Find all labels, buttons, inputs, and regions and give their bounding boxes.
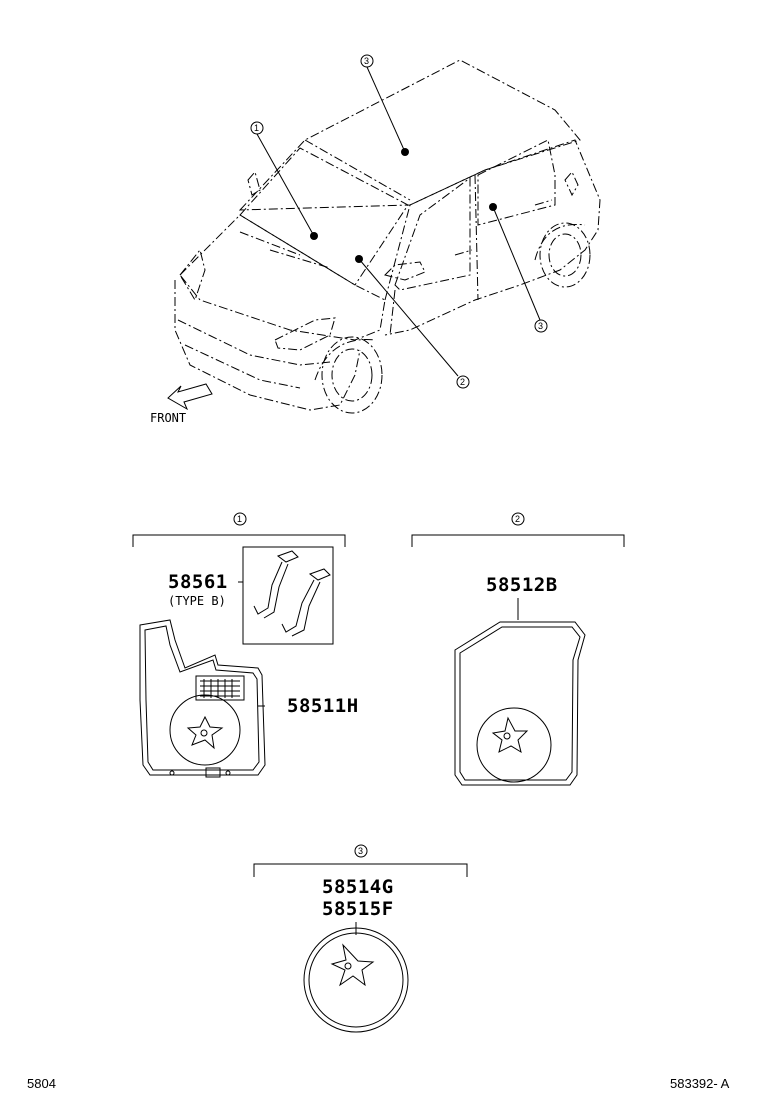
group3-bracket: [253, 863, 468, 877]
leader-line-1: [256, 133, 315, 237]
callout-circle: [534, 319, 548, 333]
callout-number-3: 3: [364, 56, 370, 66]
clip-type-note: (TYPE B): [168, 594, 226, 608]
round-mat-shape: [303, 927, 409, 1033]
group2-bracket: [411, 534, 625, 547]
front-floor-mat-shape: [139, 619, 266, 778]
callout-circle: [360, 54, 374, 68]
group1-callout-number: 1: [237, 514, 243, 524]
group3-callout-number: 3: [358, 846, 364, 856]
front-mat-part-number: 58511H: [287, 695, 359, 717]
clip-icon: [253, 550, 331, 637]
front-arrow-icon: [167, 383, 213, 411]
callout-circle: [250, 121, 264, 135]
callout-circle: [354, 844, 368, 858]
leader-line-3-rear: [492, 206, 541, 321]
callout-circle: [511, 512, 525, 526]
callout-circle: [456, 375, 470, 389]
callout-circle: [233, 512, 247, 526]
group2-callout-number: 2: [515, 514, 521, 524]
rear-floor-mat-shape: [454, 621, 586, 786]
callout-number-2: 2: [460, 377, 466, 387]
callout-number-3: 3: [538, 321, 544, 331]
front-label: FRONT: [150, 411, 187, 425]
clip-inset-box: [242, 546, 334, 645]
figure-code-right: 583392- A: [670, 1076, 730, 1091]
car-illustration: [174, 59, 601, 414]
round-mat-part-number-a: 58514G: [322, 876, 394, 898]
page-code-left: 5804: [27, 1076, 56, 1091]
leader-line-2: [358, 258, 459, 377]
clip-part-number: 58561: [168, 571, 228, 593]
leader-line-3-roof: [366, 66, 406, 153]
group1-bracket: [132, 534, 346, 547]
rear-mat-part-number: 58512B: [486, 574, 558, 596]
star-icon: [186, 715, 224, 750]
callout-number-1: 1: [254, 123, 260, 133]
round-mat-part-number-b: 58515F: [322, 898, 394, 920]
